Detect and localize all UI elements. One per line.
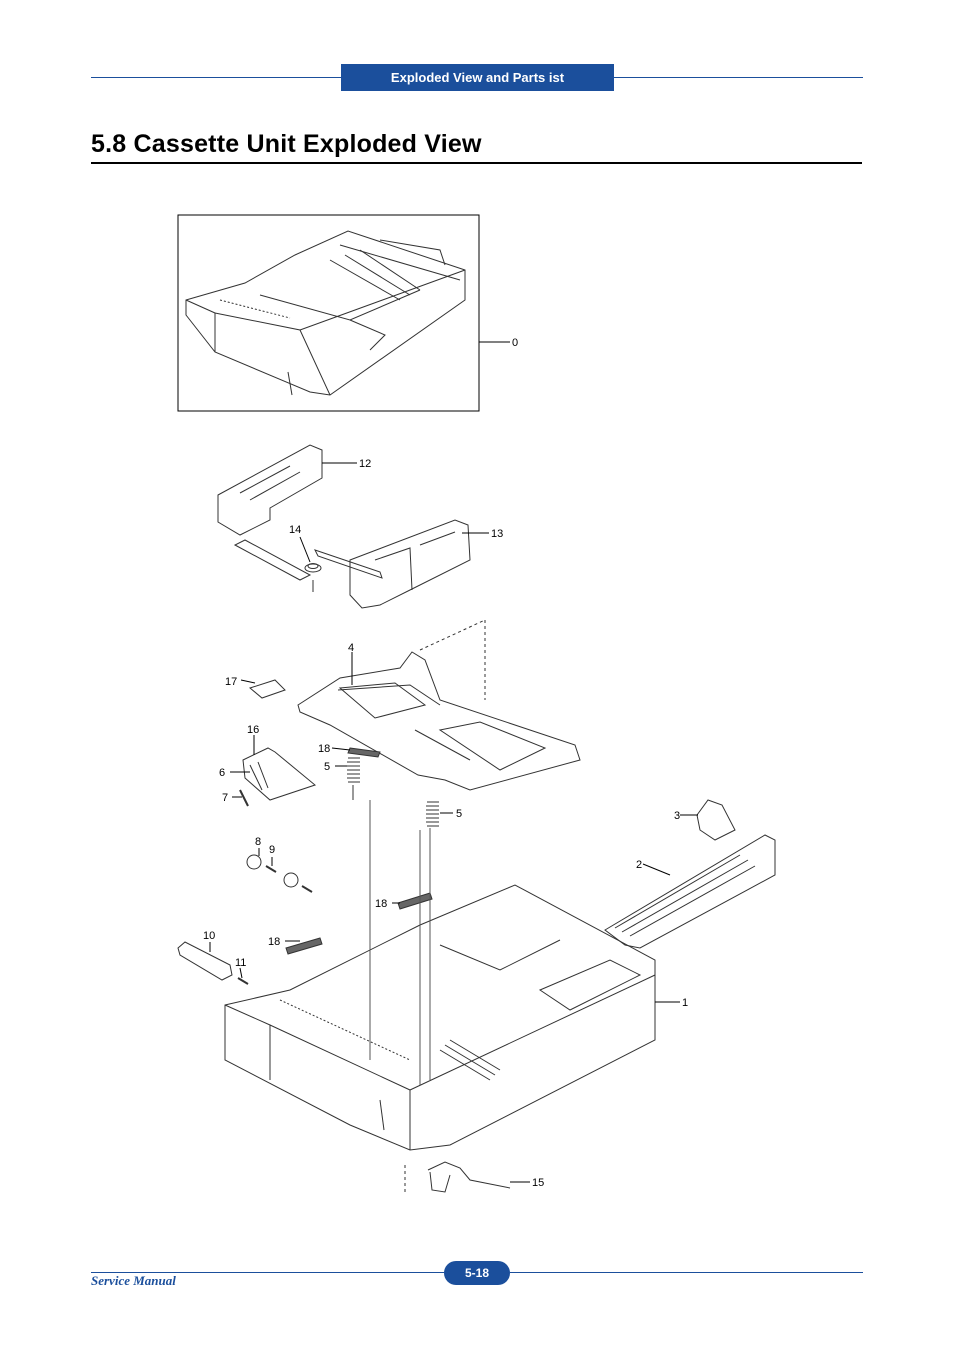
header-rule-right	[614, 77, 863, 78]
callout-7: 7	[222, 792, 228, 804]
cassette-assembly-illustration	[185, 230, 466, 396]
callout-16: 16	[247, 724, 259, 736]
callout-3: 3	[674, 810, 680, 822]
pad-holder-illustration	[239, 679, 317, 807]
callout-12: 12	[359, 458, 371, 470]
assembly-frame	[177, 214, 480, 412]
leader-18a	[331, 747, 351, 751]
roller-illustration	[246, 854, 313, 893]
callout-18c: 18	[268, 936, 280, 948]
callout-8: 8	[255, 836, 261, 848]
callout-6: 6	[219, 767, 225, 779]
guide-rail-illustration	[604, 799, 776, 949]
callout-18b: 18	[375, 898, 387, 910]
callout-15: 15	[532, 1177, 544, 1189]
callout-4: 4	[348, 642, 354, 654]
callout-17: 17	[225, 676, 237, 688]
header-rule-left	[91, 77, 341, 78]
handle-illustration	[177, 941, 249, 985]
callout-14: 14	[289, 524, 301, 536]
footer-manual-label: Service Manual	[91, 1273, 176, 1288]
leader-2	[642, 863, 671, 876]
knock-up-plate-illustration	[297, 619, 581, 791]
side-guide-left-illustration	[217, 444, 323, 581]
spring-right-illustration	[426, 801, 439, 827]
spring-left-illustration	[347, 757, 360, 800]
lever-illustration	[404, 1161, 511, 1195]
friction-pad-upper	[347, 747, 381, 758]
cassette-frame-illustration	[224, 800, 656, 1151]
callout-11: 11	[235, 957, 246, 969]
callout-1: 1	[682, 997, 688, 1009]
callout-5a: 5	[324, 761, 330, 773]
friction-pad-middle	[397, 892, 433, 910]
callout-9: 9	[269, 844, 275, 856]
leader-17	[240, 679, 256, 684]
page-title: 5.8 Cassette Unit Exploded View	[91, 130, 482, 158]
leader-14	[299, 536, 311, 563]
title-underline	[91, 162, 862, 164]
leader-11	[239, 967, 243, 979]
footer-rule-right	[510, 1272, 863, 1273]
callout-18a: 18	[318, 743, 330, 755]
callout-5b: 5	[456, 808, 462, 820]
callout-0: 0	[512, 337, 518, 349]
section-tab: Exploded View and Parts ist	[341, 64, 614, 91]
callout-13: 13	[491, 528, 503, 540]
friction-pad-lower	[285, 937, 323, 955]
callout-2: 2	[636, 859, 642, 871]
pinion-gear-illustration	[304, 563, 322, 592]
footer-rule-left	[91, 1272, 444, 1273]
callout-10: 10	[203, 930, 215, 942]
page-number-badge: 5-18	[444, 1261, 510, 1285]
side-guide-right-illustration	[314, 519, 471, 609]
